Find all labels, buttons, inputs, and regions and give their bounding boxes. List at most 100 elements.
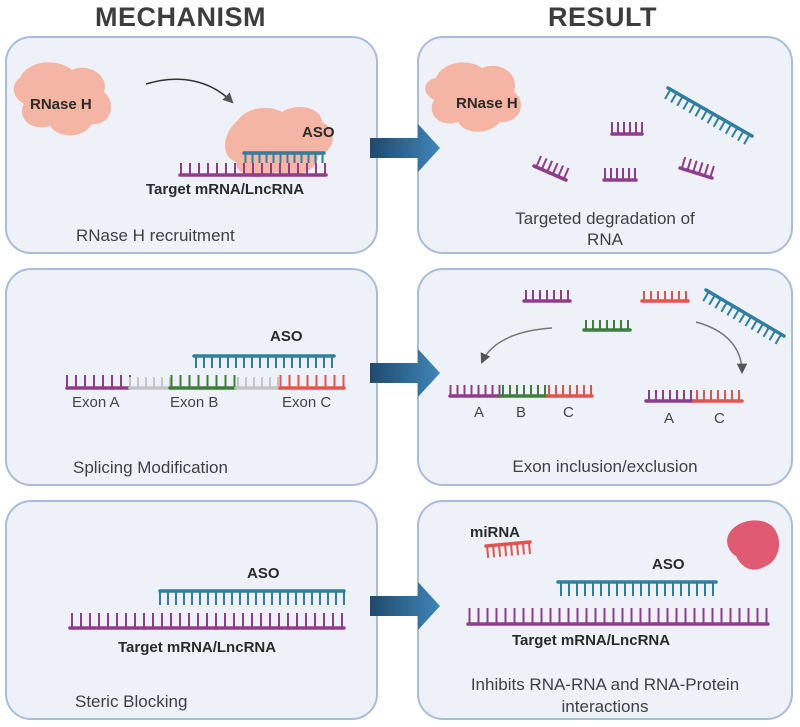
steric-caption: Steric Blocking — [75, 692, 188, 711]
nucleotide-tooth — [756, 323, 764, 334]
panel-steric-mechanism — [5, 500, 378, 720]
exon-b-label: Exon B — [170, 394, 219, 411]
inclusion-a-label: A — [474, 404, 485, 421]
included-exon-b — [498, 385, 550, 398]
nucleotide-tooth — [709, 165, 715, 178]
nucleotide-tooth — [682, 99, 690, 110]
nucleotide-tooth — [535, 155, 542, 168]
rnase-caption: RNase H recruitment — [76, 226, 235, 245]
nucleotide-tooth — [562, 167, 570, 180]
excluded-product-exon-c — [692, 390, 744, 403]
nucleotide-tooth — [703, 163, 710, 176]
nucleotide-tooth — [738, 312, 746, 323]
target-label: Target mRNA/LncRNA — [146, 181, 305, 198]
included-exon-a — [448, 385, 502, 398]
steric-result-caption-line2: interactions — [561, 697, 649, 716]
result-header: RESULT — [548, 2, 657, 32]
exclusion-c-label: C — [714, 410, 725, 427]
aso-strand — [556, 580, 718, 596]
nucleotide-tooth — [737, 130, 745, 142]
nucleotide-tooth — [762, 326, 770, 338]
rnase-h-label: RNase H — [456, 95, 518, 112]
exon-b-fragment — [582, 320, 632, 332]
rna-fragment — [678, 156, 715, 180]
right-arrow-icon — [370, 349, 440, 397]
nucleotide-tooth — [743, 134, 751, 145]
nucleotide-tooth — [732, 308, 740, 320]
inclusion-b-label: B — [516, 404, 527, 421]
nucleotide-tooth — [680, 156, 687, 169]
nucleotide-tooth — [692, 160, 698, 173]
nucleotide-tooth — [504, 544, 508, 557]
nucleotide-tooth — [492, 545, 496, 558]
exclusion-a-label: A — [664, 410, 675, 427]
nucleotide-tooth — [774, 333, 783, 345]
nucleotide-tooth — [546, 160, 553, 173]
curved-arrow-icon — [695, 321, 748, 375]
exon-c-strand — [278, 375, 346, 390]
aso-strand — [158, 589, 346, 605]
nucleotide-tooth — [720, 301, 728, 313]
included-exon-c — [546, 385, 594, 398]
nucleotide-tooth — [540, 157, 548, 170]
right-arrow-icon — [370, 582, 440, 630]
nucleotide-tooth — [686, 158, 692, 171]
aso-label: ASO — [652, 556, 685, 573]
nucleotide-tooth — [714, 298, 722, 309]
target-rna-strand — [68, 613, 346, 630]
nucleotide-tooth — [768, 330, 777, 341]
exon-a-label: Exon A — [72, 394, 120, 411]
protein-blob-icon — [727, 520, 780, 570]
rna-fragment — [532, 155, 570, 182]
nucleotide-tooth — [670, 92, 678, 103]
nucleotide-tooth — [527, 542, 531, 555]
nucleotide-tooth — [498, 544, 502, 557]
nucleotide-tooth — [694, 106, 702, 117]
curved-arrow-icon — [480, 327, 553, 364]
nucleotide-tooth — [515, 543, 520, 556]
nucleotide-tooth — [750, 319, 758, 331]
nucleotide-tooth — [724, 123, 733, 135]
aso-label: ASO — [247, 565, 280, 582]
aso-label: ASO — [270, 328, 303, 345]
target-label: Target mRNA/LncRNA — [512, 632, 671, 649]
nucleotide-tooth — [509, 543, 514, 556]
aso-strand — [664, 86, 754, 145]
aso-strand — [192, 354, 336, 368]
nucleotide-tooth — [664, 88, 672, 100]
steric-result-caption-line1: Inhibits RNA-RNA and RNA-Protein — [470, 675, 740, 694]
mirna-strand — [484, 540, 532, 558]
curved-arrow-icon — [145, 78, 234, 104]
exon-b-strand — [168, 375, 238, 390]
exon-a-fragment — [522, 290, 572, 303]
aso-strand — [702, 288, 786, 345]
rnase-h-label: RNase H — [30, 96, 92, 113]
exon-caption: Exon inclusion/exclusion — [512, 457, 698, 476]
right-arrow-icon — [370, 124, 440, 172]
panel-rnase-result — [417, 36, 793, 254]
exon-c-fragment — [640, 291, 690, 303]
nucleotide-tooth — [697, 162, 704, 175]
rna-fragment — [610, 122, 644, 136]
exon-c-label: Exon C — [282, 394, 332, 411]
nucleotide-tooth — [708, 294, 716, 306]
aso-strand — [242, 151, 326, 163]
nucleotide-tooth — [557, 165, 564, 178]
nucleotide-tooth — [731, 127, 739, 138]
nucleotide-tooth — [486, 545, 490, 558]
target-label: Target mRNA/LncRNA — [118, 639, 277, 656]
nucleotide-tooth — [551, 162, 559, 175]
nucleotide-tooth — [521, 542, 526, 555]
nucleotide-tooth — [726, 305, 734, 316]
splicing-caption: Splicing Modification — [73, 458, 228, 477]
nucleotide-tooth — [702, 291, 710, 302]
rna-fragment — [602, 168, 638, 182]
nucleotide-tooth — [676, 95, 684, 107]
nucleotide-tooth — [744, 316, 752, 327]
exon-a-strand — [65, 375, 132, 390]
target-rna-strand — [178, 163, 328, 177]
nucleotide-tooth — [712, 116, 720, 128]
inclusion-c-label: C — [563, 404, 574, 421]
intron-strand — [234, 377, 282, 390]
